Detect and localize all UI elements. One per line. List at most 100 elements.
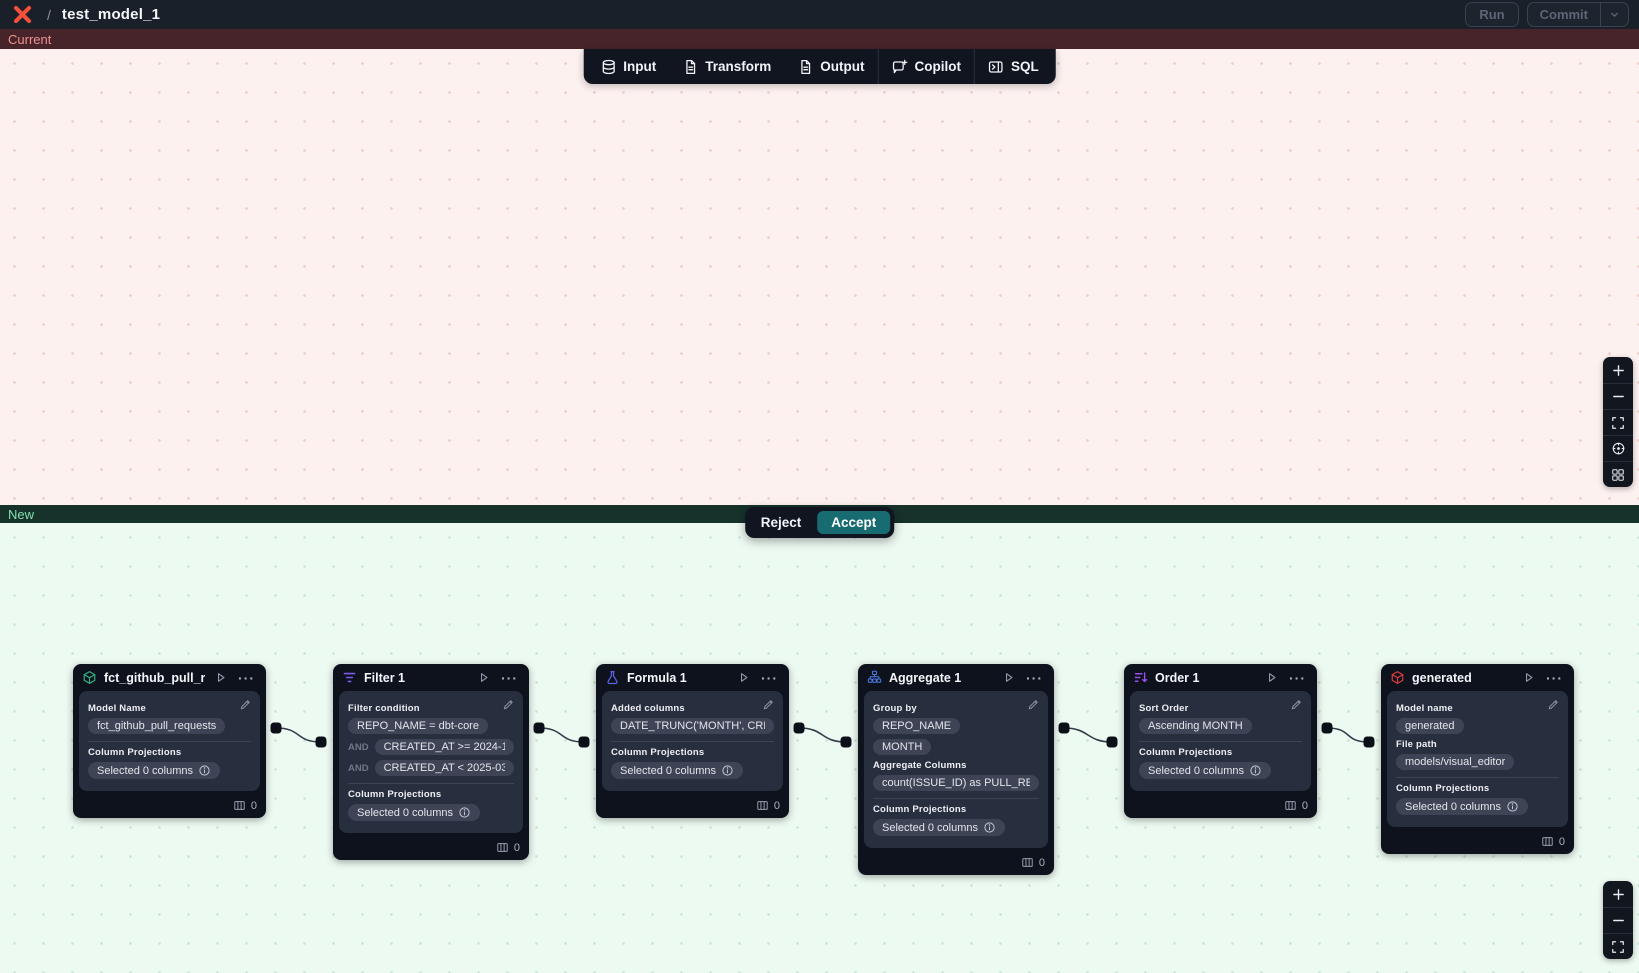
recenter-button[interactable] bbox=[1603, 435, 1633, 461]
value-pill: REPO_NAME = dbt-core bbox=[348, 718, 488, 734]
run-node-button[interactable] bbox=[1520, 671, 1537, 684]
edit-node-button[interactable] bbox=[1290, 698, 1303, 714]
toolbar-item-label: Transform bbox=[705, 59, 772, 74]
columns-icon[interactable] bbox=[233, 799, 246, 812]
value-pill-text: CREATED_AT < 2025-03-01 bbox=[383, 762, 505, 774]
columns-icon[interactable] bbox=[1021, 856, 1034, 869]
pencil-icon bbox=[1547, 698, 1560, 711]
edit-node-button[interactable] bbox=[1547, 698, 1560, 714]
value-row: Selected 0 columns bbox=[1396, 798, 1559, 815]
info-icon[interactable] bbox=[1249, 764, 1262, 777]
toolbar-item-output[interactable]: Output bbox=[784, 49, 877, 84]
edit-node-button[interactable] bbox=[502, 698, 515, 714]
zoom-in-button[interactable] bbox=[1603, 357, 1633, 383]
toolbar-item-input[interactable]: Input bbox=[587, 49, 669, 84]
columns-icon[interactable] bbox=[756, 799, 769, 812]
row-count: 0 bbox=[1558, 835, 1565, 848]
info-icon[interactable] bbox=[198, 764, 211, 777]
section-label: File path bbox=[1396, 739, 1437, 750]
node-menu-button[interactable]: ··· bbox=[1544, 671, 1565, 685]
fit-view-button[interactable] bbox=[1603, 409, 1633, 435]
run-node-button[interactable] bbox=[1263, 671, 1280, 684]
value-row: models/visual_editor bbox=[1396, 754, 1559, 770]
grid-icon bbox=[1611, 468, 1625, 482]
toolbar-item-sql[interactable]: SQL bbox=[975, 49, 1052, 84]
node-header[interactable]: Formula 1··· bbox=[596, 664, 789, 690]
columns-icon[interactable] bbox=[1284, 799, 1297, 812]
node-footer: 0 bbox=[596, 796, 789, 818]
info-icon[interactable] bbox=[983, 821, 996, 834]
section-label: Added columns bbox=[611, 703, 685, 714]
run-node-button[interactable] bbox=[212, 671, 229, 684]
section-label: Column Projections bbox=[873, 804, 967, 815]
toolbar-item-copilot[interactable]: Copilot bbox=[879, 49, 975, 84]
node-menu-button[interactable]: ··· bbox=[236, 671, 257, 685]
run-node-button[interactable] bbox=[1000, 671, 1017, 684]
value-pill-text: DATE_TRUNC('MONTH', CREATED_AT... bbox=[620, 720, 765, 732]
zoom-out-button[interactable] bbox=[1603, 907, 1633, 933]
reject-button[interactable]: Reject bbox=[749, 511, 814, 534]
info-icon[interactable] bbox=[1506, 800, 1519, 813]
value-pill-text: Selected 0 columns bbox=[357, 806, 453, 819]
commit-button-label[interactable]: Commit bbox=[1539, 7, 1588, 22]
zoom-in-button[interactable] bbox=[1603, 881, 1633, 907]
condition-operator-label: AND bbox=[348, 762, 369, 774]
top-bar: / test_model_1 Run Commit bbox=[0, 0, 1639, 29]
node-footer: 0 bbox=[1381, 832, 1574, 854]
value-row: Selected 0 columns bbox=[1139, 762, 1302, 779]
run-node-button[interactable] bbox=[735, 671, 752, 684]
columns-icon[interactable] bbox=[496, 841, 509, 854]
toolbar-item-label: Input bbox=[623, 59, 657, 74]
document-icon bbox=[797, 59, 813, 75]
node-header[interactable]: Filter 1 ··· bbox=[333, 664, 529, 690]
node-title: fct_github_pull_requests bbox=[104, 670, 205, 685]
auto-layout-button[interactable] bbox=[1603, 461, 1633, 487]
value-pill: Selected 0 columns bbox=[88, 762, 220, 779]
fit-icon bbox=[1611, 940, 1625, 954]
node-header[interactable]: Order 1 ··· bbox=[1124, 664, 1317, 690]
node-title: Filter 1 bbox=[364, 670, 405, 685]
chevron-down-icon[interactable] bbox=[1600, 3, 1628, 26]
fit-view-button[interactable] bbox=[1603, 933, 1633, 959]
edit-node-button[interactable] bbox=[1027, 698, 1040, 714]
edit-node-button[interactable] bbox=[762, 698, 775, 714]
plus-icon bbox=[1611, 363, 1626, 378]
toolbar-item-transform[interactable]: Transform bbox=[669, 49, 784, 84]
node-menu-button[interactable]: ··· bbox=[759, 671, 780, 685]
node-menu-button[interactable]: ··· bbox=[499, 671, 520, 685]
value-pill-text: Selected 0 columns bbox=[1148, 764, 1244, 777]
section-divider bbox=[348, 783, 514, 784]
zoom-out-button[interactable] bbox=[1603, 383, 1633, 409]
run-node-button[interactable] bbox=[475, 671, 492, 684]
node-menu-button[interactable]: ··· bbox=[1024, 671, 1045, 685]
dbt-logo-icon[interactable] bbox=[10, 4, 34, 26]
node-title: Order 1 bbox=[1155, 670, 1200, 685]
run-button[interactable]: Run bbox=[1465, 2, 1519, 27]
node-header[interactable]: generated··· bbox=[1381, 664, 1574, 690]
commit-button[interactable]: Commit bbox=[1526, 2, 1629, 27]
section-label: Column Projections bbox=[1396, 783, 1490, 794]
accept-button[interactable]: Accept bbox=[817, 511, 891, 534]
info-icon[interactable] bbox=[721, 764, 734, 777]
columns-icon[interactable] bbox=[1541, 835, 1554, 848]
value-pill-text: fct_github_pull_requests bbox=[97, 720, 217, 732]
info-icon[interactable] bbox=[458, 806, 471, 819]
node-fct-github-pull-requests[interactable]: fct_github_pull_requests···Model Namefct… bbox=[73, 664, 266, 818]
node-menu-button[interactable]: ··· bbox=[1287, 671, 1308, 685]
new-canvas[interactable]: fct_github_pull_requests···Model Namefct… bbox=[0, 523, 1639, 973]
value-pill: models/visual_editor bbox=[1396, 754, 1515, 770]
node-header[interactable]: Aggregate 1··· bbox=[858, 664, 1054, 690]
node-header[interactable]: fct_github_pull_requests ··· bbox=[73, 664, 266, 690]
value-pill-text: Selected 0 columns bbox=[882, 821, 978, 834]
edit-node-button[interactable] bbox=[239, 698, 252, 714]
model-cube-icon bbox=[1390, 670, 1405, 685]
